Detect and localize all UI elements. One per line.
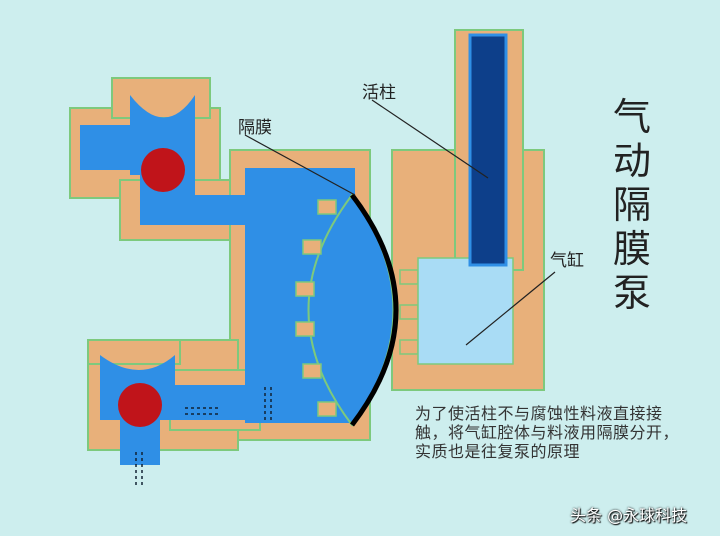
- leader-lines: [244, 99, 556, 346]
- title-char: 膜: [612, 227, 651, 271]
- title-char: 泵: [612, 271, 651, 315]
- support-grid: [295, 199, 419, 417]
- diaphragm: [350, 193, 399, 427]
- title-char: 气: [612, 95, 651, 139]
- title-char: 隔: [612, 183, 651, 227]
- description-text: 为了使活柱不与腐蚀性料液直接接触，将气缸腔体与料液用隔膜分开，实质也是往复泵的原…: [415, 404, 680, 461]
- cylinder-label: 气缸: [550, 251, 584, 271]
- bottom-check-ball: [118, 383, 162, 427]
- piston-rod: [468, 33, 508, 267]
- piston-label: 活柱: [362, 83, 396, 103]
- diagram-title: 气 动 隔 膜 泵: [612, 95, 652, 315]
- top-check-ball: [141, 148, 185, 192]
- diaphragm-label: 隔膜: [238, 118, 272, 138]
- cylinder-air-chamber: [417, 257, 514, 365]
- title-char: 动: [612, 139, 651, 183]
- watermark: 头条 @永球科技: [570, 506, 688, 525]
- top-valve-flange: [111, 77, 211, 119]
